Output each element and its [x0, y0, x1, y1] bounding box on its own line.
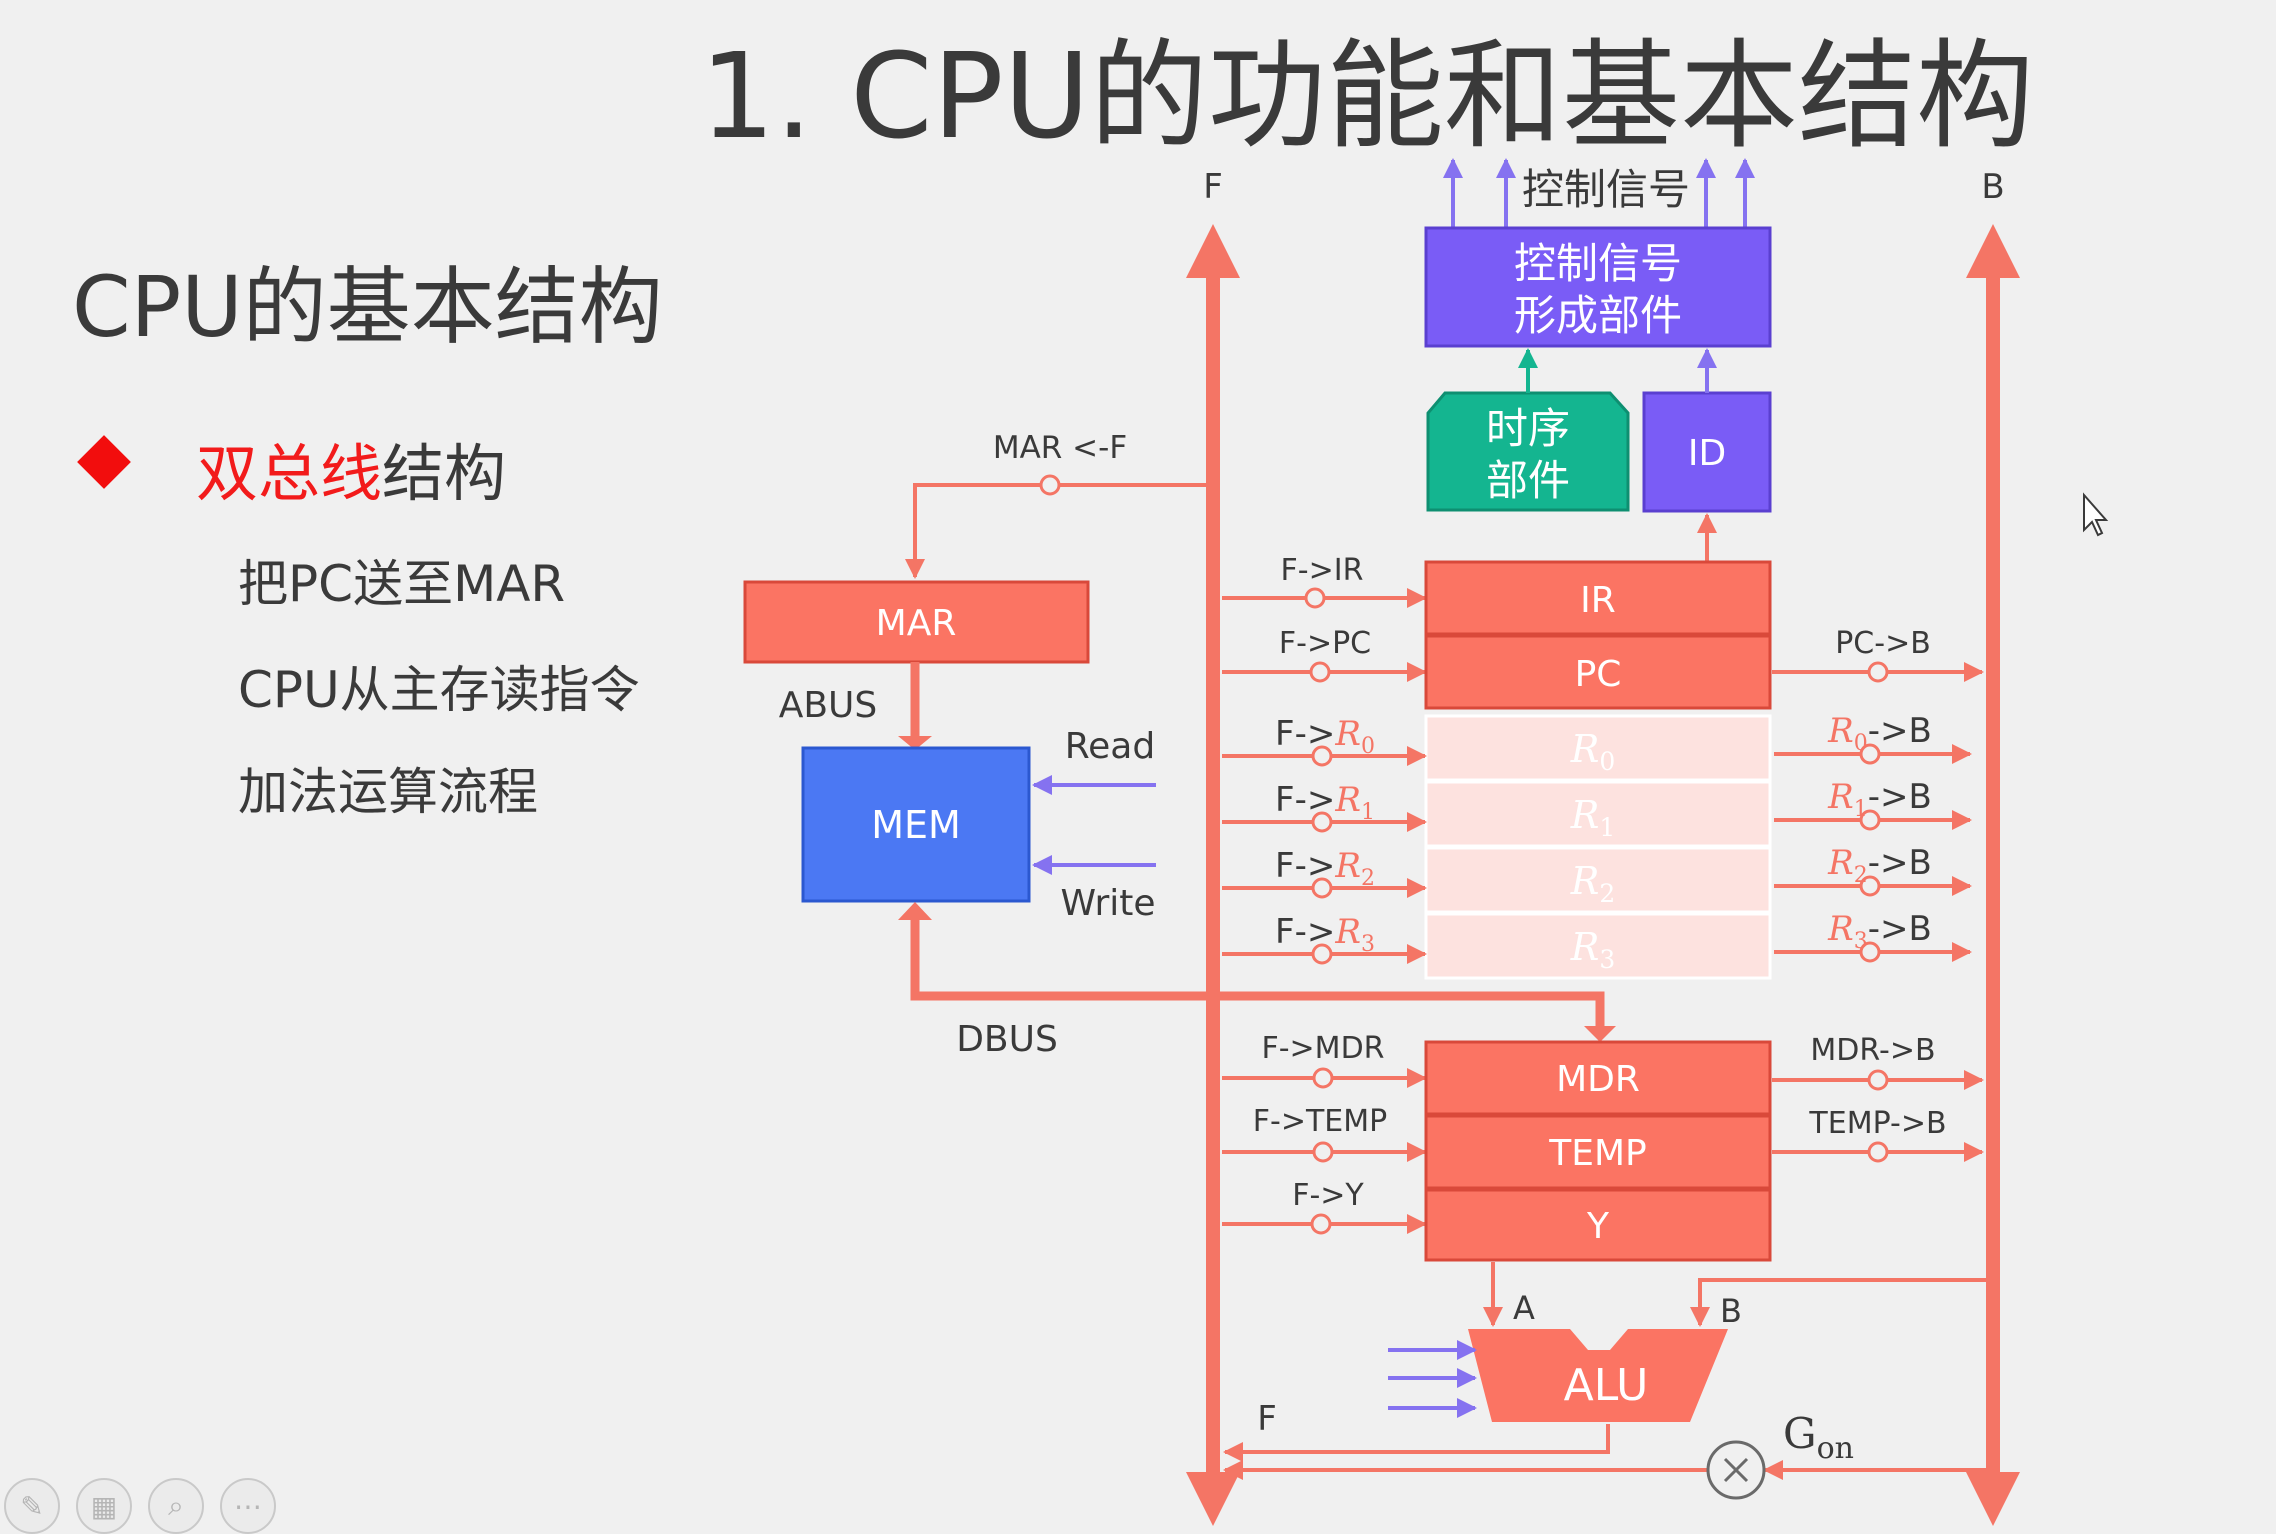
id-label: ID: [1688, 433, 1726, 474]
mdr-to-b-label: MDR->B: [1810, 1033, 1935, 1068]
r2-to-b-label: R2->B: [1827, 843, 1932, 888]
g-on-gate: Gon: [1223, 1409, 1986, 1500]
control-signal-outputs: 控制信号: [1443, 158, 1755, 228]
mdr-label: MDR: [1556, 1059, 1640, 1100]
timing-unit: 时序 部件: [1426, 348, 1630, 512]
f-to-temp-label: F->TEMP: [1253, 1104, 1387, 1139]
mdr-row: F->MDR MDR MDR->B: [1222, 1031, 1984, 1116]
memory: MEM: [801, 746, 1031, 903]
mem-control-signals: Read Write: [1032, 726, 1156, 924]
control-unit-line1: 控制信号: [1514, 239, 1682, 288]
sub-item-add-flow: 加法运算流程: [238, 763, 538, 821]
register-r0-label: R0: [1570, 727, 1616, 776]
control-unit-line2: 形成部件: [1514, 291, 1682, 340]
register-r1: [1424, 780, 1772, 848]
f-to-r2-label: F->R2: [1275, 846, 1375, 891]
f-to-r3-label: F->R3: [1275, 912, 1375, 957]
mouse-cursor-icon: [2083, 492, 2109, 537]
abus-label: ABUS: [779, 685, 878, 726]
slide-title: 1. CPU的功能和基本结构: [700, 27, 2035, 165]
register-r2: [1424, 846, 1772, 914]
ir-row: F->IR IR: [1222, 553, 1772, 636]
alu-input-a-label: A: [1513, 1289, 1535, 1327]
register-r3-label: R3: [1570, 925, 1616, 974]
pc-to-b-label: PC->B: [1835, 626, 1931, 661]
f-to-r0-gate: [1311, 745, 1333, 767]
f-to-y-label: F->Y: [1292, 1178, 1364, 1213]
mar-gate: [1039, 474, 1061, 496]
alu-label: ALU: [1564, 1360, 1649, 1411]
bullet-highlight: 双总线: [196, 437, 383, 510]
y-row: F->Y Y: [1222, 1178, 1772, 1262]
f-to-ir-label: F->IR: [1281, 553, 1364, 588]
register-r0: [1424, 714, 1772, 782]
temp-label: TEMP: [1548, 1133, 1647, 1174]
r2-to-b-gate: [1859, 875, 1881, 897]
r1-to-b-label: R1->B: [1827, 777, 1932, 822]
f-to-r3-gate: [1311, 943, 1333, 965]
mar-control-label: MAR <-F: [993, 430, 1127, 466]
temp-to-b-label: TEMP->B: [1808, 1106, 1946, 1141]
zoom-icon[interactable]: ⌕: [148, 1478, 204, 1534]
f-to-r2-gate: [1311, 877, 1333, 899]
control-signal-label: 控制信号: [1522, 165, 1690, 214]
ir-label: IR: [1580, 580, 1616, 621]
register-r1-label: R1: [1570, 793, 1616, 842]
layout-icon[interactable]: ▦: [76, 1478, 132, 1534]
f-to-r0-label: F->R0: [1275, 714, 1375, 759]
timing-unit-line1: 时序: [1486, 404, 1570, 453]
write-label: Write: [1060, 883, 1155, 924]
mem-label: MEM: [871, 803, 961, 847]
bullet-heading: 双总线结构: [196, 423, 506, 513]
b-bus-label: B: [1981, 167, 2004, 207]
instruction-decoder: ID: [1642, 348, 1772, 562]
f-to-pc-label: F->PC: [1279, 626, 1371, 661]
g-on-label: Gon: [1783, 1409, 1854, 1466]
f-to-mdr-label: F->MDR: [1261, 1031, 1384, 1066]
timing-unit-line2: 部件: [1486, 456, 1570, 505]
read-label: Read: [1065, 726, 1155, 767]
alu: A B ALU F: [1223, 1262, 1986, 1462]
alu-output-f-label: F: [1257, 1399, 1277, 1439]
r0-to-b-label: R0->B: [1827, 711, 1932, 756]
control-unit: 控制信号 形成部件: [1424, 226, 1772, 348]
bullet-rest: 结构: [382, 437, 507, 510]
mar-register: MAR: [743, 580, 1090, 664]
abus: ABUS: [779, 662, 932, 750]
alu-input-b-label: B: [1720, 1292, 1742, 1330]
r3-to-b-gate: [1859, 941, 1881, 963]
general-registers: R0 F->R0 R0->B R1 F->R1 R1->B R2 F->R2 R2->B R3 F-…: [1222, 711, 1972, 980]
register-r2-label: R2: [1570, 859, 1616, 908]
b-bus: B: [1966, 167, 2020, 1526]
r1-to-b-gate: [1859, 809, 1881, 831]
sub-item-pc-to-mar: 把PC送至MAR: [238, 555, 566, 613]
dbus-label: DBUS: [956, 1019, 1058, 1060]
f-to-r1-gate: [1311, 811, 1333, 833]
f-to-r1-label: F->R1: [1275, 780, 1375, 825]
temp-row: F->TEMP TEMP TEMP->B: [1222, 1104, 1984, 1190]
slide-subtitle: CPU的基本结构: [72, 258, 663, 356]
pc-label: PC: [1575, 654, 1622, 695]
f-bus: F: [1186, 167, 1240, 1526]
f-bus-label: F: [1203, 167, 1223, 207]
mar-path: MAR <-F: [905, 430, 1206, 579]
mar-label: MAR: [876, 603, 957, 644]
dbus: DBUS: [898, 902, 1616, 1060]
sub-item-read-instruction: CPU从主存读指令: [238, 661, 640, 719]
r3-to-b-label: R3->B: [1827, 909, 1932, 954]
y-label: Y: [1586, 1206, 1610, 1247]
r0-to-b-gate: [1859, 743, 1881, 765]
more-icon[interactable]: ⋯: [220, 1478, 276, 1534]
pen-icon[interactable]: ✎: [4, 1478, 60, 1534]
pc-row: F->PC PC PC->B: [1222, 626, 1984, 710]
